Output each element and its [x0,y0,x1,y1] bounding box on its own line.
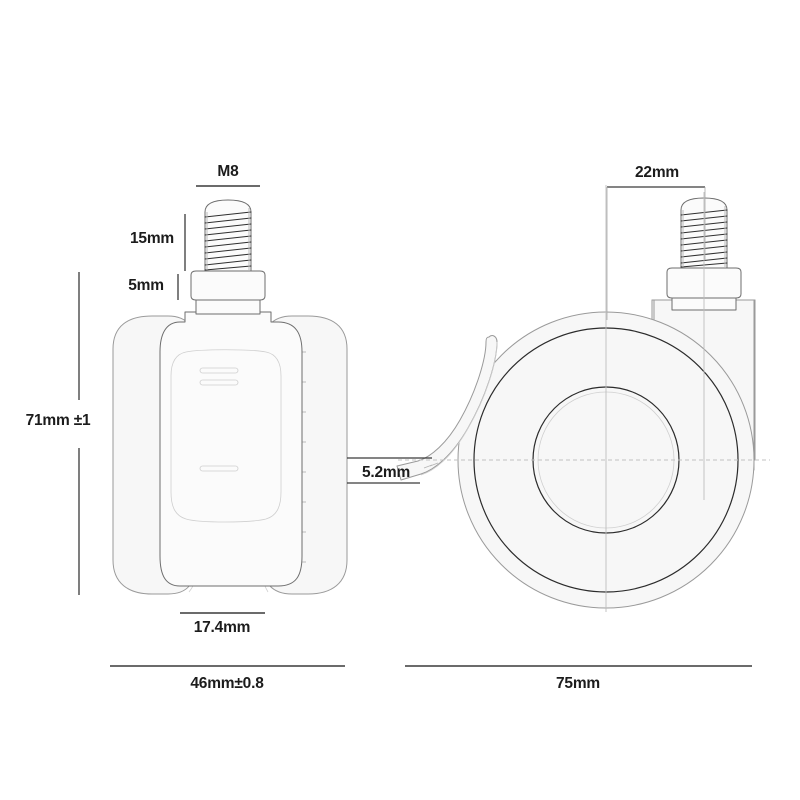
front-view-group [112,199,348,595]
side-view-group [396,185,770,612]
label-body-width: 17.4mm [194,619,251,636]
label-wheel-diameter: 75mm [556,675,600,692]
label-thread-spec: M8 [217,163,239,180]
dimension-labels-group: M8 15mm 5mm 71mm ±1 17.4mm 46mm±0.8 22mm… [26,163,680,692]
label-overall-width: 46mm±0.8 [190,675,264,692]
front-stem-collar [190,270,266,301]
label-collar-height: 5mm [128,277,164,294]
front-vent-slots [199,367,239,472]
front-stem-shoulder [195,299,261,315]
label-brake-thickness: 5.2mm [362,464,410,481]
side-brake-lever-edge [420,341,498,476]
front-yoke-body [159,311,303,587]
front-thread-helix [204,208,252,271]
side-thread-helix [680,206,728,268]
label-thread-length: 15mm [130,230,174,247]
label-offset: 22mm [635,164,679,181]
label-overall-height: 71mm ±1 [26,412,91,429]
dimension-group [78,185,752,667]
front-yoke-faceplate [170,349,282,523]
side-brake-lever-grip [423,462,439,469]
